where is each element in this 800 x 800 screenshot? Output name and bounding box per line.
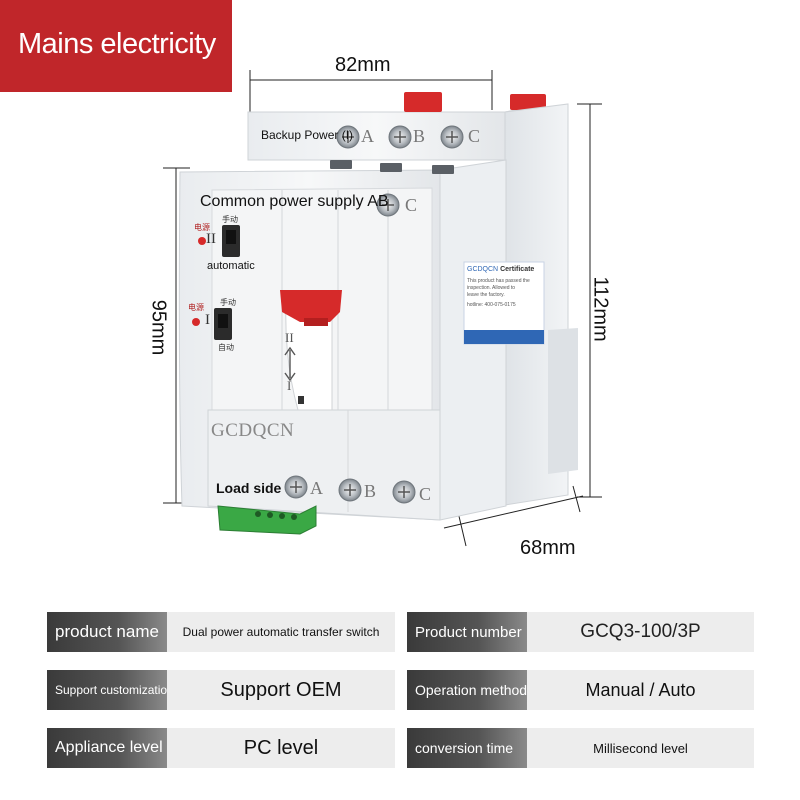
- position-two-mark: II: [206, 231, 216, 247]
- switch-auto-label: 自动: [218, 343, 234, 352]
- switch-automatic-label: automatic: [207, 260, 255, 272]
- spec-label: product name: [47, 612, 167, 652]
- bottom-terminal-c: C: [419, 484, 432, 504]
- brand-logo: GCDQCN: [211, 420, 295, 441]
- indicator-power-label-1: 电源: [194, 223, 210, 232]
- dimension-depth: 68mm: [520, 537, 576, 559]
- position-one-mark: I: [205, 312, 210, 328]
- load-side-label: Load side: [216, 480, 282, 496]
- backup-power-label: Backup Power (I): [261, 128, 354, 142]
- certificate-line-1: This product has passed the: [467, 278, 530, 284]
- spec-label: Appliance level: [47, 728, 167, 768]
- spec-row-customization: Support customization Support OEM: [47, 670, 395, 710]
- spec-label: Support customization: [47, 670, 167, 710]
- spec-value: Manual / Auto: [527, 670, 754, 710]
- top-terminal-c: C: [468, 126, 481, 146]
- spec-row-operation-method: Operation method Manual / Auto: [407, 670, 754, 710]
- spec-value: Support OEM: [167, 670, 395, 710]
- certificate-line-5: Shanghai Gu Chi Electric Co., Ltd: [467, 315, 542, 321]
- switch-manual-label-2: 手动: [220, 298, 236, 307]
- certificate-label: GCDQCN Certificate This product has pass…: [467, 266, 543, 322]
- dimension-width: 82mm: [335, 54, 391, 76]
- switch-manual-label-1: 手动: [222, 215, 238, 224]
- common-terminal-c: C: [405, 195, 418, 215]
- spec-row-appliance-level: Appliance level PC level: [47, 728, 395, 768]
- spec-label: conversion time: [407, 728, 527, 768]
- common-supply-label: Common power supply AB: [200, 193, 389, 210]
- spec-value: Dual power automatic transfer switch: [167, 612, 395, 652]
- certificate-title: Certificate: [500, 266, 535, 273]
- certificate-line-2: inspection. Allowed to: [467, 285, 516, 291]
- top-terminal-b: B: [413, 126, 426, 146]
- spec-value: PC level: [167, 728, 395, 768]
- certificate-line-3: leave the factory.: [467, 292, 505, 298]
- spec-value: Millisecond level: [527, 728, 754, 768]
- product-drawing: [163, 70, 602, 547]
- spec-label: Product number: [407, 612, 527, 652]
- spec-row-product-name: product name Dual power automatic transf…: [47, 612, 395, 652]
- certificate-brand: GCDQCN: [467, 266, 499, 273]
- bottom-terminal-b: B: [364, 481, 377, 501]
- spec-label: Operation method: [407, 670, 527, 710]
- banner-title: Mains electricity: [18, 28, 216, 60]
- top-terminal-a: A: [361, 126, 374, 146]
- indicator-power-label-2: 电源: [188, 303, 204, 312]
- spec-value: GCQ3-100/3P: [527, 612, 754, 652]
- handle-mark-one: I: [287, 378, 292, 393]
- bottom-terminal-a: A: [310, 478, 323, 498]
- certificate-line-4: hotline: 400-075-0175: [467, 302, 516, 308]
- handle-mark-two: II: [285, 330, 294, 345]
- spec-row-conversion-time: conversion time Millisecond level: [407, 728, 754, 768]
- spec-row-product-number: Product number GCQ3-100/3P: [407, 612, 754, 652]
- header-banner: Mains electricity: [0, 0, 232, 92]
